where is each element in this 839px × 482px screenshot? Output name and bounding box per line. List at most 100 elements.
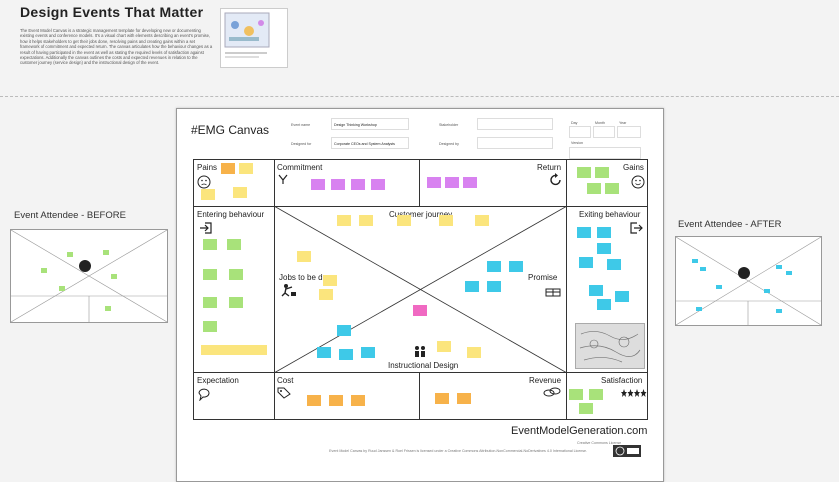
sticky-note[interactable]: [457, 393, 471, 404]
pains-label: Pains: [197, 163, 218, 172]
sticky-note[interactable]: [487, 261, 501, 272]
sticky-note[interactable]: [311, 179, 325, 190]
coins-icon: [543, 387, 561, 397]
version-field[interactable]: [569, 147, 641, 159]
sticky-note[interactable]: [331, 179, 345, 190]
sticky-note[interactable]: [233, 187, 247, 198]
sticky-note[interactable]: [351, 179, 365, 190]
sticky-note[interactable]: [435, 393, 449, 404]
sticky-note[interactable]: [239, 163, 253, 174]
canvas-thumbnail[interactable]: [220, 8, 288, 68]
sad-face-icon: [197, 175, 211, 189]
sticky-note[interactable]: [579, 403, 593, 414]
after-label: Event Attendee - AFTER: [678, 219, 782, 230]
sticky-note[interactable]: [361, 347, 375, 358]
cc-license-badge[interactable]: [613, 445, 641, 457]
sticky-note[interactable]: [397, 215, 411, 226]
canvas-title: #EMG Canvas: [191, 123, 270, 137]
month-field[interactable]: [593, 126, 615, 138]
emg-canvas: #EMG Canvas Event name Design Thinking W…: [176, 108, 664, 482]
sticky-note[interactable]: [297, 251, 311, 262]
sticky-note[interactable]: [203, 269, 217, 280]
sticky-note[interactable]: [359, 215, 373, 226]
sticky-note[interactable]: [203, 297, 217, 308]
sticky-note[interactable]: [439, 215, 453, 226]
sticky-note[interactable]: [577, 227, 591, 238]
stakeholder-field[interactable]: [477, 118, 553, 130]
sketch-graphic: [579, 331, 641, 363]
sketch-photo[interactable]: [575, 323, 645, 369]
sticky-note[interactable]: [595, 167, 609, 178]
sticky-note[interactable]: [339, 349, 353, 360]
entering-label: Entering behaviour: [197, 210, 265, 219]
commitment-label: Commitment: [277, 163, 323, 172]
return-arrow-icon: [550, 173, 561, 186]
sticky-note[interactable]: [569, 389, 583, 400]
revenue-label: Revenue: [529, 376, 562, 385]
year-field[interactable]: [617, 126, 641, 138]
sticky-note[interactable]: [229, 269, 243, 280]
sticky-note[interactable]: [329, 395, 343, 406]
sticky-note[interactable]: [203, 321, 217, 332]
satisfaction-label: Satisfaction: [601, 376, 643, 385]
sticky-note[interactable]: [597, 299, 611, 310]
sticky-note[interactable]: [577, 167, 591, 178]
sticky-note[interactable]: [597, 243, 611, 254]
sticky-note[interactable]: [203, 239, 217, 250]
sticky-note[interactable]: [337, 215, 351, 226]
sticky-note[interactable]: [201, 189, 215, 200]
sticky-note[interactable]: [467, 347, 481, 358]
designed-for-label: Designed for: [291, 142, 312, 146]
designed-by-field[interactable]: [477, 137, 553, 149]
cost-section: [274, 372, 420, 420]
sticky-note[interactable]: [487, 281, 501, 292]
sticky-note[interactable]: [227, 239, 241, 250]
jobs-label: Jobs to be done: [279, 273, 336, 282]
sticky-note[interactable]: [337, 325, 351, 336]
after-empathy-map: [675, 236, 822, 326]
event-name-label: Event name: [291, 123, 311, 127]
rating-stars-icon: [621, 389, 647, 397]
before-attendee-card[interactable]: [10, 229, 168, 323]
sticky-note[interactable]: [605, 183, 619, 194]
sticky-note[interactable]: [413, 305, 427, 316]
sticky-note[interactable]: [317, 347, 331, 358]
sticky-note[interactable]: [319, 289, 333, 300]
sticky-note[interactable]: [427, 177, 441, 188]
sticky-note[interactable]: [597, 227, 611, 238]
sticky-note[interactable]: [509, 261, 523, 272]
sticky-note[interactable]: [323, 275, 337, 286]
sticky-note[interactable]: [445, 177, 459, 188]
sticky-note[interactable]: [307, 395, 321, 406]
designed-for-field[interactable]: Corporate CEOs and System Analysts: [331, 137, 409, 149]
promise-label: Promise: [528, 273, 558, 282]
journey-label: Customer journey: [389, 210, 453, 219]
sticky-note[interactable]: [579, 257, 593, 268]
sticky-note[interactable]: [607, 259, 621, 270]
day-field[interactable]: [569, 126, 591, 138]
sticky-note[interactable]: [221, 163, 235, 174]
section-divider: [0, 96, 839, 97]
sticky-note[interactable]: [589, 389, 603, 400]
sticky-note[interactable]: [615, 291, 629, 302]
sticky-note[interactable]: [229, 297, 243, 308]
sticky-note[interactable]: [475, 215, 489, 226]
sticky-note[interactable]: [587, 183, 601, 194]
sticky-note[interactable]: [371, 179, 385, 190]
month-label: Month: [595, 121, 605, 125]
event-name-field[interactable]: Design Thinking Workshop: [331, 118, 409, 130]
sticky-note-strip[interactable]: [201, 345, 267, 355]
sticky-note[interactable]: [351, 395, 365, 406]
satisfaction-section: [566, 372, 648, 420]
exit-icon: [630, 222, 643, 234]
license-text: Event Model Canvas by Ruud Janssen & Roe…: [329, 449, 587, 453]
sticky-note[interactable]: [589, 285, 603, 296]
after-attendee-card[interactable]: [675, 236, 822, 326]
sticky-note[interactable]: [437, 341, 451, 352]
sticky-note[interactable]: [463, 177, 477, 188]
speech-bubble-icon: [198, 388, 210, 401]
page-title: Design Events That Matter: [20, 4, 204, 20]
site-name[interactable]: EventModelGeneration.com: [511, 425, 648, 437]
sticky-note[interactable]: [465, 281, 479, 292]
happy-face-icon: [631, 175, 645, 189]
